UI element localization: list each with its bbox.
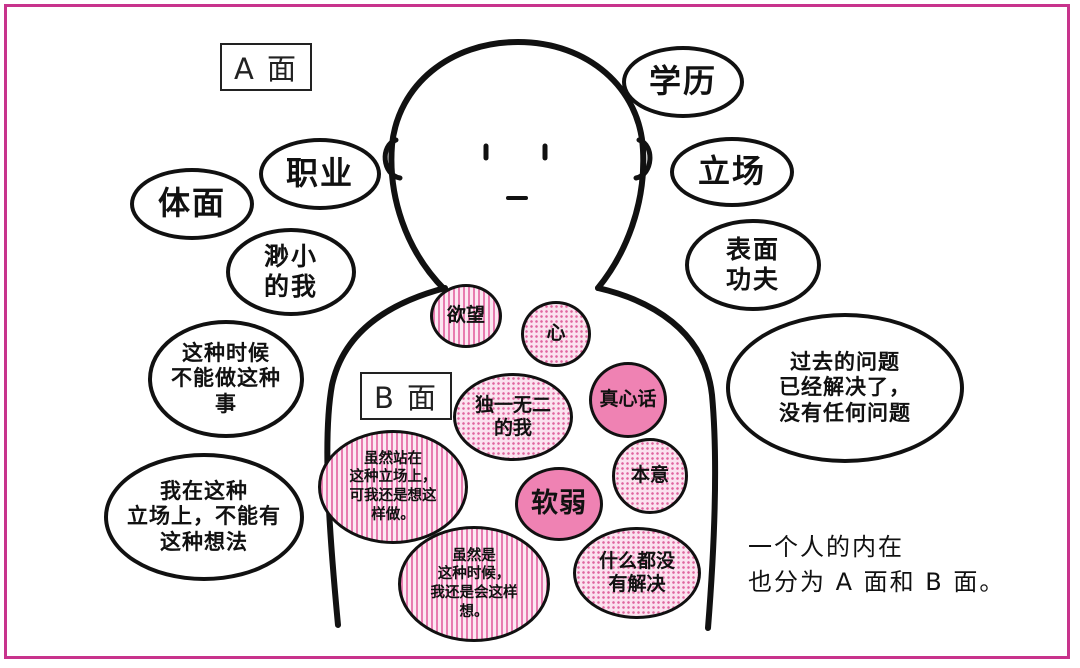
bubble-unique-me: 独一无二 的我 bbox=[453, 373, 573, 461]
bubble-true-intent: 本意 bbox=[612, 438, 688, 514]
bubble-solved: 过去的问题 已经解决了， 没有任何问题 bbox=[726, 313, 964, 463]
a-side-label: A 面 bbox=[220, 43, 312, 91]
right-shoulder-arm bbox=[595, 285, 719, 631]
right-ear bbox=[633, 137, 653, 181]
caption-line-1: 一个人的内在 bbox=[748, 533, 904, 561]
bubble-heart: 心 bbox=[521, 301, 591, 367]
bubble-small-me: 渺小 的我 bbox=[226, 228, 356, 316]
bubble-career: 职业 bbox=[259, 138, 381, 210]
bubble-although-stand: 虽然站在 这种立场上， 可我还是想这 样做。 bbox=[318, 430, 468, 544]
bubble-although-time: 虽然是 这种时候， 我还是会这样 想。 bbox=[398, 526, 550, 642]
left-ear bbox=[382, 137, 403, 181]
bubble-facade: 表面 功夫 bbox=[685, 219, 821, 311]
bubble-true-words: 真心话 bbox=[589, 362, 667, 438]
b-side-label: B 面 bbox=[360, 372, 452, 420]
head-outline bbox=[388, 38, 647, 293]
caption: 一个人的内在 也分为 A 面和 B 面。 bbox=[748, 530, 1048, 600]
bubble-cannot-think: 我在这种 立场上，不能有 这种想法 bbox=[104, 453, 304, 581]
bubble-cannot-do: 这种时候 不能做这种 事 bbox=[148, 320, 304, 438]
left-shoulder-arm bbox=[324, 285, 448, 628]
bubble-unsolved: 什么都没 有解决 bbox=[573, 527, 701, 619]
caption-line-2: 也分为 A 面和 B 面。 bbox=[748, 567, 1006, 596]
bubble-weak: 软弱 bbox=[515, 467, 603, 541]
magenta-frame bbox=[4, 4, 1070, 659]
bubble-dignity: 体面 bbox=[130, 168, 254, 240]
bubble-desire: 欲望 bbox=[430, 284, 502, 348]
bubble-education: 学历 bbox=[622, 46, 744, 118]
bubble-position: 立场 bbox=[670, 137, 794, 207]
